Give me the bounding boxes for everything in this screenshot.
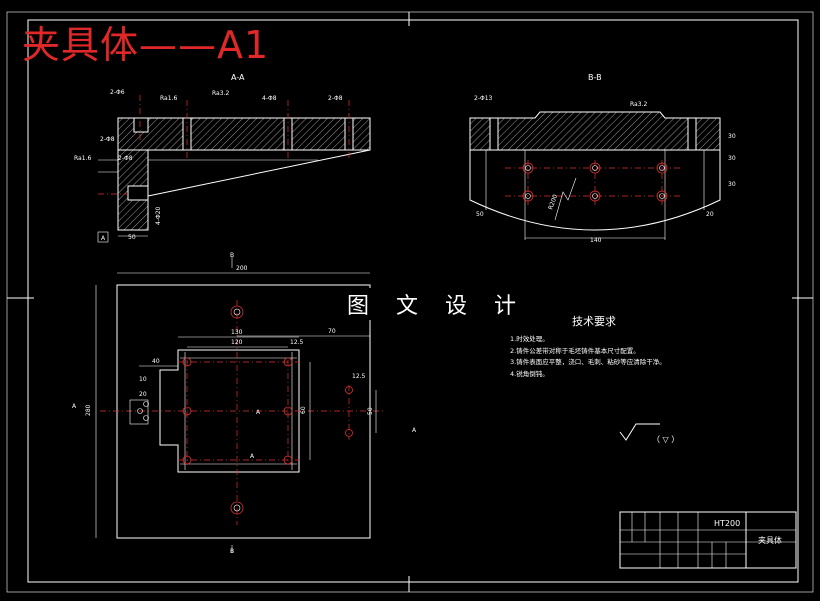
aa-dim-left-1: 2-Φ8: [100, 136, 115, 143]
plan-dim-130: 130: [231, 329, 243, 336]
requirements-list: 1.时效处理。 2.铸件公差带对称于毛坯铸件基本尺寸配置。 3.铸件表面应平整，…: [510, 334, 666, 380]
plan-dim-70: 70: [328, 328, 336, 335]
drawing-title: 夹具体——A1: [22, 23, 270, 67]
outer-frame: [6, 11, 814, 593]
bb-dim-top: 2-Φ13: [474, 95, 493, 102]
bb-dim-r: R200: [547, 193, 559, 210]
cut-a-left: A: [72, 403, 77, 410]
surface-note: （ ▽ ）: [652, 435, 679, 444]
plan-dim-60: 60: [300, 406, 307, 414]
plan-dim-10: 10: [139, 376, 147, 383]
aa-dim-3: 2-Φ8: [328, 95, 343, 102]
aa-dim-1: 2-Φ6: [110, 89, 125, 96]
section-bb-label: B-B: [588, 73, 602, 82]
base-plate: [116, 284, 371, 539]
section-bb-view: B-B 140 50 20 30 30 30 2-Φ13 Ra3.2 R2: [469, 73, 736, 244]
cut-b-top: B: [230, 252, 234, 259]
bb-ra: Ra3.2: [630, 101, 647, 108]
material-label: HT200: [714, 519, 740, 528]
plan-dim-200: 200: [236, 265, 248, 272]
plan-view: 200 130 120 12.5 70 40 10 20 12.5 280 60…: [72, 252, 417, 555]
watermark-text: 图 文 设 计: [343, 288, 530, 320]
requirement-item: 4.锐角倒钝。: [510, 369, 549, 378]
center-a2: A: [250, 453, 255, 460]
inner-frame: [27, 19, 799, 583]
cut-a-right: A: [412, 427, 417, 434]
bb-dim-20: 20: [706, 211, 714, 218]
bb-dim-50: 50: [476, 211, 484, 218]
aa-ra-1: Ra1.6: [160, 95, 177, 102]
aa-dim-left-2: 2-Φ8: [118, 155, 133, 162]
aa-ra-2: Ra3.2: [212, 90, 229, 97]
part-name: 夹具体: [758, 535, 782, 545]
plan-dim-120: 120: [231, 339, 243, 346]
bb-dim-30a: 30: [728, 133, 736, 140]
bb-dim-30b: 30: [728, 155, 736, 162]
center-a: A: [256, 409, 261, 416]
bb-dim-140: 140: [590, 237, 602, 244]
upper-block: [159, 349, 300, 473]
section-aa-label: A-A: [231, 73, 245, 82]
bb-holes: [522, 162, 668, 202]
aa-dim-2: 4-Φ8: [262, 95, 277, 102]
plan-dim-280: 280: [85, 404, 92, 416]
bb-dim-30c: 30: [728, 181, 736, 188]
requirement-item: 3.铸件表面应平整，浇口、毛刺、粘砂等应清除干净。: [510, 358, 666, 366]
section-aa-view: A-A 50 2-Φ6 4-Φ8 2-Φ8 Ra1.6 Ra3.2 Ra1.6 …: [74, 73, 371, 243]
aa-ra-3: Ra1.6: [74, 155, 91, 162]
plan-dim-40: 40: [152, 358, 160, 365]
plan-dim-50: 50: [367, 407, 374, 415]
aa-dim-r: 4-Φ20: [155, 206, 162, 225]
plan-dim-12b: 12.5: [352, 373, 366, 380]
aa-dim-50: 50: [128, 234, 136, 241]
aa-datum: A: [101, 235, 106, 242]
requirements-heading: 技术要求: [572, 315, 616, 328]
surface-finish-symbol: （ ▽ ）: [619, 423, 679, 444]
plan-dim-12: 12.5: [290, 339, 304, 346]
plan-dim-20: 20: [139, 391, 147, 398]
title-block: HT200 夹具体: [619, 511, 797, 569]
requirement-item: 1.时效处理。: [510, 335, 549, 343]
requirement-item: 2.铸件公差带对称于毛坯铸件基本尺寸配置。: [510, 346, 640, 355]
